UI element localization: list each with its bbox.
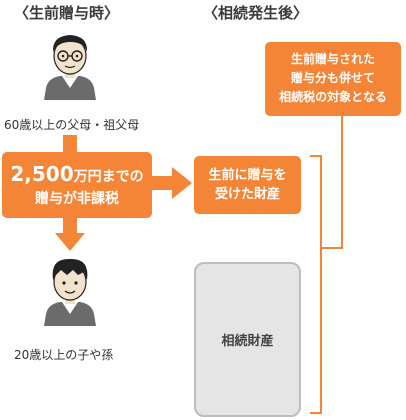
note-line1: 生前贈与された <box>290 52 375 66</box>
inheritance-tax-note-box: 生前贈与された 贈与分も併せて 相続税の対象となる <box>265 42 401 116</box>
received-assets-line2: 受けた財産 <box>214 187 280 202</box>
received-gift-assets-box: 生前に贈与を 受けた財産 <box>194 156 301 214</box>
tax-free-gift-box: 2,500万円までの 贈与が非課税 <box>2 152 152 218</box>
section-title-lifetime-gift: 〈生前贈与時〉 <box>14 4 120 22</box>
connector-top <box>63 135 77 152</box>
gift-amount: 2,500 <box>10 162 74 186</box>
giver-caption: 60歳以上の父母・祖父母 <box>4 118 140 132</box>
inherited-assets-label: 相続財産 <box>221 334 274 349</box>
elder-person-icon <box>44 35 96 100</box>
arrow-down-icon <box>55 233 85 251</box>
connector-bottom <box>63 218 77 233</box>
arrow-right-icon <box>172 167 192 199</box>
assets-bracket <box>310 155 322 414</box>
bracket-connector <box>321 116 343 249</box>
gift-amount-suffix: 万円までの <box>73 169 144 185</box>
arrow-right-shaft <box>152 176 172 190</box>
received-assets-line1: 生前に贈与を <box>208 168 287 183</box>
receiver-caption: 20歳以上の子や孫 <box>14 348 114 362</box>
gift-tax-free-label: 贈与が非課税 <box>35 191 119 207</box>
section-title-after-inheritance: 〈相続発生後〉 <box>203 4 309 22</box>
inherited-assets-box: 相続財産 <box>194 262 301 417</box>
note-line2: 贈与分も併せて <box>290 71 375 85</box>
note-line3: 相続税の対象となる <box>279 90 387 104</box>
young-person-icon <box>44 258 96 326</box>
